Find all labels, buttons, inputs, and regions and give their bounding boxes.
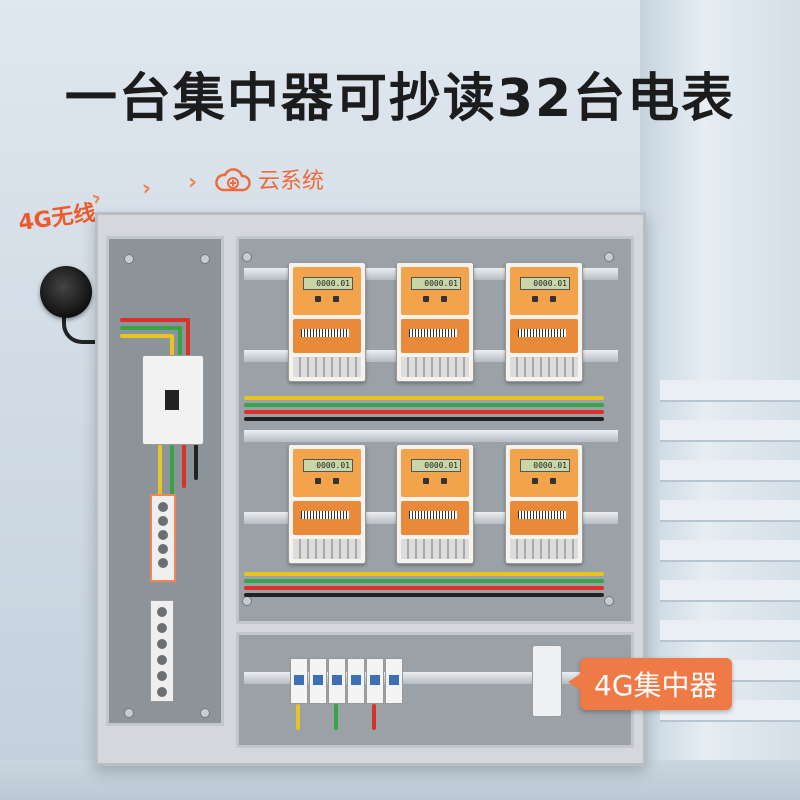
wire-black <box>244 593 604 597</box>
page-headline: 一台集中器可抄读32台电表 <box>64 69 736 129</box>
miniature-breaker <box>309 658 327 704</box>
wire-black <box>194 444 198 480</box>
miniature-breaker <box>385 658 403 704</box>
mounting-lug <box>242 596 252 606</box>
wire-green <box>244 403 604 407</box>
mounting-lug <box>124 254 134 264</box>
wire-red <box>244 410 604 414</box>
concentrator-device <box>532 645 562 717</box>
wire-red <box>244 586 604 590</box>
wire-yellow <box>170 334 174 358</box>
wire-yellow <box>244 396 604 400</box>
floor <box>0 760 800 800</box>
stair-step <box>660 460 800 482</box>
wire-green <box>170 444 174 496</box>
mounting-lug <box>604 596 614 606</box>
wire-red <box>186 318 190 358</box>
wire-red <box>372 704 376 730</box>
wire-yellow <box>296 704 300 730</box>
wire-green <box>244 579 604 583</box>
electric-meter: 0000.01 <box>396 262 474 382</box>
miniature-breaker <box>290 658 308 704</box>
miniature-breaker <box>366 658 384 704</box>
stair-step <box>660 420 800 442</box>
meter-display: 0000.01 <box>411 277 461 290</box>
mounting-lug <box>124 708 134 718</box>
meter-display: 0000.01 <box>411 459 461 472</box>
stair-step <box>660 380 800 402</box>
cloud-system-label: 云系统 <box>258 169 325 194</box>
terminal-block <box>150 600 174 702</box>
wire-yellow <box>244 572 604 576</box>
main-circuit-breaker <box>142 355 204 445</box>
mounting-lug <box>242 252 252 262</box>
wire-black <box>244 417 604 421</box>
meter-display: 0000.01 <box>303 459 353 472</box>
breaker-lever <box>165 390 179 410</box>
wire-green <box>178 326 182 358</box>
signal-arrow-icon: › <box>188 170 198 195</box>
antenna-icon <box>40 266 92 318</box>
miniature-breaker <box>328 658 346 704</box>
mounting-lug <box>200 254 210 264</box>
electric-meter: 0000.01 <box>288 262 366 382</box>
wire-green <box>334 704 338 730</box>
wire-red <box>182 444 186 488</box>
mounting-lug <box>200 708 210 718</box>
signal-arrow-icon: › <box>140 175 153 202</box>
cabinet-breaker-compartment <box>236 632 634 748</box>
wire-green <box>120 326 182 330</box>
mounting-lug <box>604 252 614 262</box>
electric-meter: 0000.01 <box>505 444 583 564</box>
electric-meter: 0000.01 <box>505 262 583 382</box>
stair-step <box>660 580 800 602</box>
terminal-block <box>150 494 176 582</box>
cloud-plus-icon <box>215 168 251 192</box>
antenna-cable <box>62 314 126 344</box>
stair-step <box>660 620 800 642</box>
meter-display: 0000.01 <box>303 277 353 290</box>
wire-yellow <box>120 334 174 338</box>
electric-meter: 0000.01 <box>288 444 366 564</box>
stair-step <box>660 500 800 522</box>
wireless-label: 4G无线 <box>16 200 98 237</box>
concentrator-badge: 4G集中器 <box>568 658 732 710</box>
meter-display: 0000.01 <box>520 459 570 472</box>
meter-display: 0000.01 <box>520 277 570 290</box>
stair-step <box>660 540 800 562</box>
miniature-breaker <box>347 658 365 704</box>
wire-yellow <box>158 444 162 504</box>
wire-red <box>120 318 190 322</box>
electric-meter: 0000.01 <box>396 444 474 564</box>
din-rail <box>244 430 618 442</box>
